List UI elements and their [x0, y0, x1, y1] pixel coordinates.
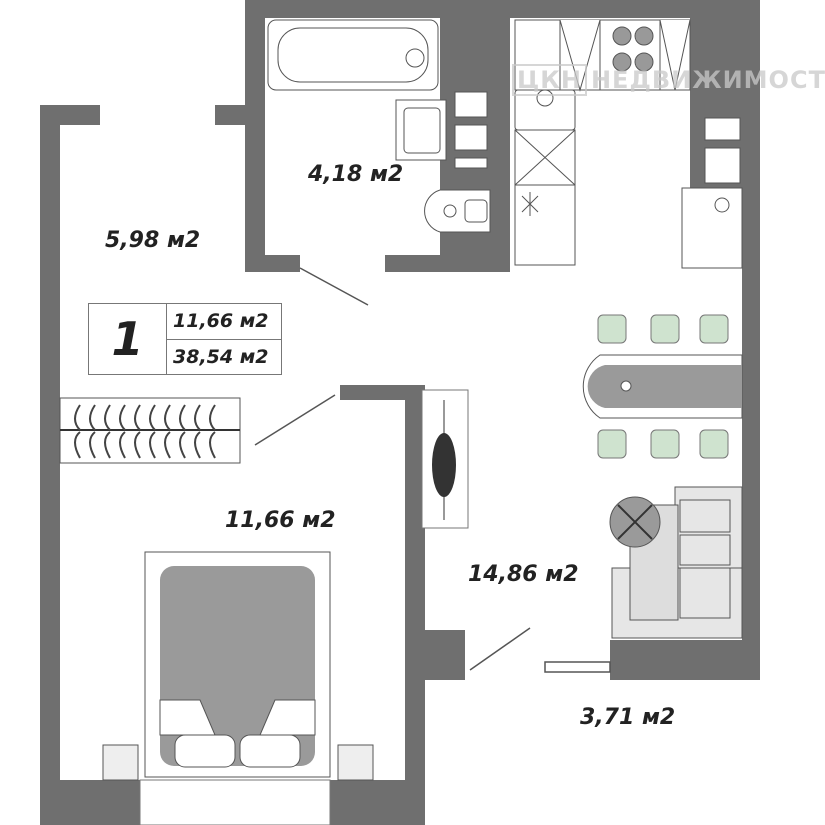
watermark-text: НЕДВИЖИМОСТЬ	[590, 66, 825, 94]
dining-table	[582, 354, 743, 419]
fridge	[681, 187, 743, 269]
balcony-area: 3,71 м2	[580, 705, 676, 730]
walls	[40, 0, 760, 825]
hallway-area: 5,98 м2	[105, 228, 201, 253]
rooms-count: 1	[89, 304, 167, 374]
bed	[102, 551, 374, 825]
doors	[254, 267, 611, 673]
chairs	[597, 314, 729, 459]
living-area: 11,66 м2	[167, 304, 281, 340]
apartment-info-box: 1 11,66 м2 38,54 м2	[88, 303, 282, 375]
bathroom-fixtures	[267, 19, 491, 233]
watermark-logo: ЦКН	[512, 64, 587, 96]
kitchen-fixtures	[514, 19, 743, 269]
tv-stand	[421, 389, 469, 529]
wardrobe	[59, 397, 241, 464]
total-area: 38,54 м2	[173, 345, 269, 368]
kitchen-living-area: 14,86 м2	[468, 562, 579, 587]
coffee-table	[609, 496, 661, 548]
bathroom-area: 4,18 м2	[308, 162, 404, 187]
bedroom-area: 11,66 м2	[225, 508, 336, 533]
